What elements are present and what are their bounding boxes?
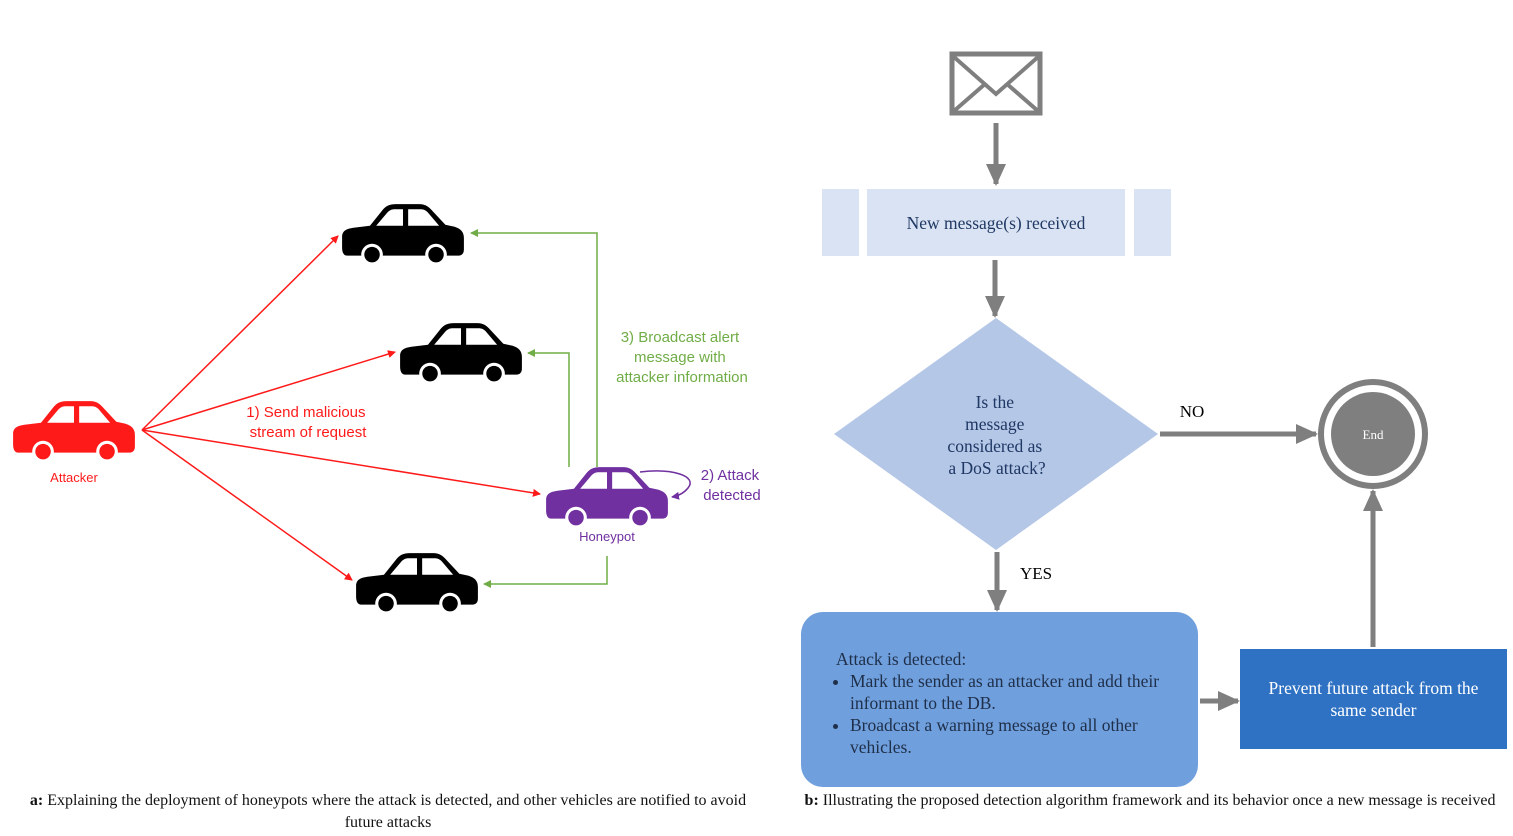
step1-line-2: stream of request bbox=[250, 424, 368, 441]
decision-label: Is the message considered as a DoS attac… bbox=[947, 392, 1046, 478]
attack-arrow-to-honeypot bbox=[141, 429, 541, 497]
attack-box-bullets: Mark the sender as an attacker and add t… bbox=[836, 670, 1172, 758]
step1-line-1: 1) Send malicious bbox=[246, 404, 365, 421]
caption-b-prefix: b: bbox=[804, 792, 819, 809]
attacker-label: Attacker bbox=[50, 470, 98, 485]
vehicle-2-car-icon bbox=[400, 323, 522, 385]
yes-label: YES bbox=[1020, 564, 1052, 583]
attack-box-bullet-2: Broadcast a warning message to all other… bbox=[850, 714, 1172, 758]
broadcast-alert-arrows bbox=[470, 229, 608, 588]
caption-a-text: Explaining the deployment of honeypots w… bbox=[47, 792, 747, 831]
decision-line-1: Is the bbox=[976, 392, 1015, 412]
attack-detected-box: Attack is detected: Mark the sender as a… bbox=[801, 612, 1198, 787]
end-node: End bbox=[1318, 379, 1428, 489]
attack-arrow-to-vehicle-2 bbox=[141, 350, 396, 431]
prevent-future-attack-box: Prevent future attack from the same send… bbox=[1240, 649, 1507, 749]
attack-arrow-to-vehicle-1 bbox=[141, 235, 339, 431]
broadcast-arrow-to-vehicle-1 bbox=[470, 229, 598, 467]
broadcast-arrow-to-vehicle-3 bbox=[483, 556, 608, 588]
start-node: New message(s) received bbox=[822, 189, 1171, 256]
malicious-request-arrows bbox=[141, 235, 541, 581]
caption-b: b: Illustrating the proposed detection a… bbox=[792, 790, 1508, 812]
prevent-box-label: Prevent future attack from the same send… bbox=[1268, 678, 1479, 720]
attack-box-bullet-1: Mark the sender as an attacker and add t… bbox=[850, 670, 1172, 714]
decision-line-4: a DoS attack? bbox=[948, 458, 1045, 478]
attack-box-title: Attack is detected: bbox=[836, 649, 967, 669]
caption-a-prefix: a: bbox=[29, 792, 44, 809]
vehicle-1-car-icon bbox=[342, 204, 464, 266]
attacker-car-icon bbox=[13, 401, 135, 463]
no-label: NO bbox=[1180, 402, 1205, 421]
step3-line-3: attacker information bbox=[616, 369, 748, 386]
decision-line-3: considered as bbox=[947, 436, 1042, 456]
envelope-icon bbox=[949, 51, 1043, 116]
attack-detected-loop-arrow bbox=[639, 470, 691, 500]
honeypot-label: Honeypot bbox=[579, 529, 635, 544]
step2-line-1: 2) Attack bbox=[701, 467, 760, 484]
step2-line-2: detected bbox=[703, 487, 761, 504]
caption-b-text: Illustrating the proposed detection algo… bbox=[822, 792, 1496, 809]
honeypot-car-icon bbox=[546, 467, 668, 529]
step3-label: 3) Broadcast alert message with attacker… bbox=[616, 329, 748, 386]
vehicle-3-car-icon bbox=[356, 553, 478, 615]
attack-arrow-to-vehicle-3 bbox=[141, 429, 353, 581]
start-node-label: New message(s) received bbox=[907, 213, 1086, 233]
step3-line-2: message with bbox=[634, 349, 726, 366]
decision-diamond: Is the message considered as a DoS attac… bbox=[834, 318, 1158, 550]
step1-label: 1) Send malicious stream of request bbox=[246, 404, 369, 441]
caption-a: a: Explaining the deployment of honeypot… bbox=[10, 790, 766, 834]
decision-line-2: message bbox=[965, 414, 1025, 434]
step2-label: 2) Attack detected bbox=[701, 467, 764, 504]
end-node-label: End bbox=[1363, 427, 1384, 442]
step3-line-1: 3) Broadcast alert bbox=[621, 329, 740, 346]
broadcast-arrow-to-vehicle-2 bbox=[527, 349, 570, 467]
